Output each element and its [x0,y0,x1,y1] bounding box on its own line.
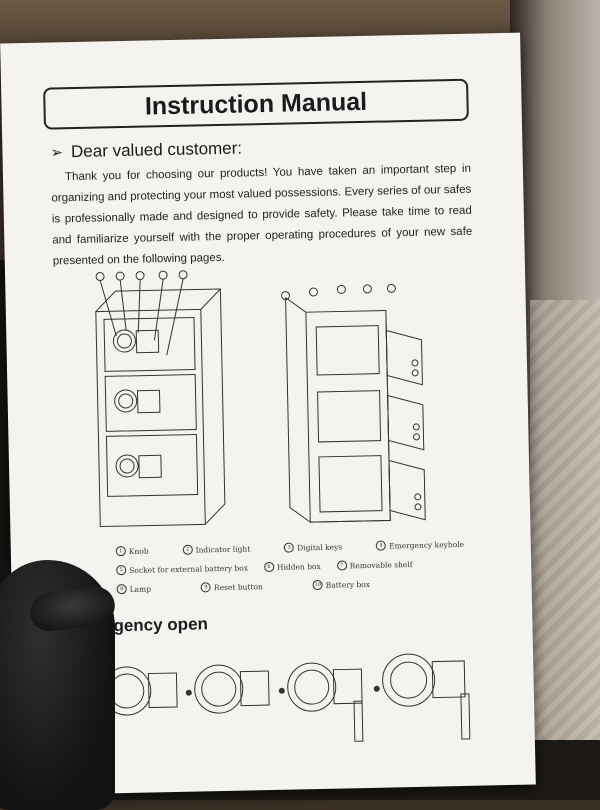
open-safe-illustration [285,297,426,523]
legend-number: 3 [284,542,295,553]
legend-number: 10 [312,579,323,591]
right-callouts [281,283,396,301]
emergency-open-steps [102,653,471,742]
legend-label: Knob [128,546,149,556]
left-callouts [95,270,188,356]
legend-number: 1 [115,546,126,557]
lock-step-2 [194,664,270,714]
legend-number: 8 [116,584,127,595]
legend-label: Hidden box [276,561,321,572]
closed-safe-illustration [95,288,226,528]
lock-step-4 [382,653,471,740]
step-dot [185,689,192,696]
safe-diagram [95,270,426,528]
legend-label: Digital keys [297,541,343,552]
title-box: Instruction Manual [43,78,469,130]
legend-number: 9 [200,582,212,593]
right-pointer-icon: ➢ [50,144,64,162]
legend-label: Reset button [213,581,263,592]
legend-number: 5 [116,565,127,576]
legend-label: Socket for external battery box [129,562,249,575]
legend-label: Battery box [325,579,371,590]
legend-label: Indicator light [195,543,251,555]
legend-number: 7 [336,560,347,571]
instruction-sheet: Instruction Manual ➢ Dear valued custome… [0,32,536,796]
greeting-text: Dear valued customer: [70,138,243,162]
greeting: ➢ Dear valued customer: [50,138,242,162]
legend-label: Emergency keyhole [388,539,465,550]
step-dot [278,687,285,694]
legend-number: 6 [263,561,275,573]
manual-title: Instruction Manual [144,87,368,121]
legend-label: Lamp [129,583,152,594]
legend-number: 4 [375,540,387,551]
step-dot [373,685,380,692]
background-stripe [530,300,600,800]
lock-step-3 [287,662,364,742]
legend-number: 2 [182,544,193,555]
legend-label: Removable shelf [349,559,413,570]
